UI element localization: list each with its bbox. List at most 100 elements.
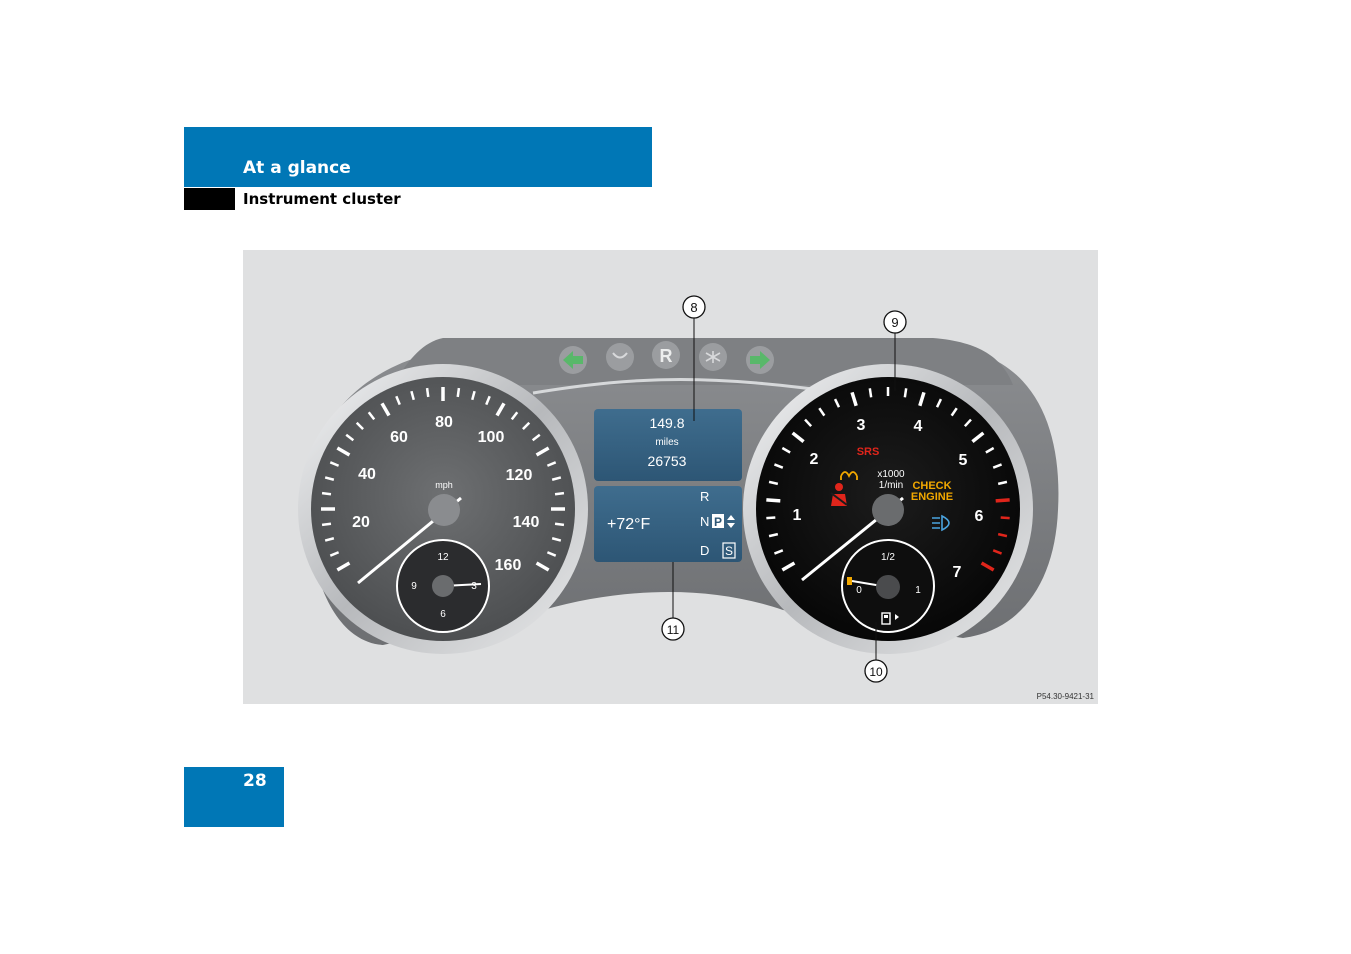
status-display <box>594 486 742 562</box>
speedometer-tick <box>380 402 391 417</box>
indicator-lamps: R <box>559 341 774 374</box>
tachometer-label-2: 2 <box>810 451 819 468</box>
fuel-label-empty: 0 <box>856 585 862 596</box>
tachometer-tick <box>992 549 1003 555</box>
tachometer-tick <box>868 388 873 398</box>
section-tab <box>184 188 235 210</box>
tachometer-tick <box>804 418 813 428</box>
tachometer-tick <box>833 398 841 408</box>
instrument-cluster-figure: R 20 40 60 80 100 120 140 160 mph 12 3 <box>243 250 1098 704</box>
tachometer-tick <box>1000 516 1010 520</box>
speedometer-tick <box>329 461 340 467</box>
callout-8: 8 <box>690 300 697 315</box>
rpm-multiplier: x1000 <box>877 469 905 480</box>
tachometer-tick <box>773 463 784 469</box>
speedometer-label-120: 120 <box>506 467 533 484</box>
speedometer-tick <box>551 537 562 542</box>
speedometer-tick <box>321 491 332 496</box>
header-bar <box>184 127 652 187</box>
gear-r: R <box>700 489 709 504</box>
callout-9: 9 <box>891 315 898 330</box>
tachometer-tick <box>818 407 826 417</box>
speedometer-tick <box>535 446 550 457</box>
speedometer-tick <box>329 551 340 557</box>
tachometer-hub <box>872 494 904 526</box>
odometer-value: 26753 <box>648 453 687 469</box>
speedometer-tick <box>554 522 565 527</box>
tachometer-tick <box>766 498 781 503</box>
tachometer-tick <box>781 561 796 572</box>
tachometer-tick <box>768 480 779 486</box>
tachometer-tick <box>903 388 908 398</box>
tachometer-tick <box>918 391 926 407</box>
gear-selector-arrows-icon <box>727 515 735 528</box>
tachometer-tick <box>768 532 779 538</box>
tachometer-tick <box>980 561 995 572</box>
speedometer-label-160: 160 <box>495 557 522 574</box>
tachometer-tick <box>781 446 791 454</box>
subsection-title: Instrument cluster <box>243 190 401 208</box>
speedometer-label-40: 40 <box>358 466 376 483</box>
high-beam-icon <box>932 514 950 532</box>
speedometer-tick <box>355 421 364 430</box>
center-displays: 149.8 miles 26753 +72°F R N P D S <box>594 409 742 562</box>
speedometer-tick <box>456 387 461 398</box>
housing-highlight <box>532 378 844 395</box>
tachometer-tick <box>985 446 995 454</box>
tachometer-tick <box>766 516 776 520</box>
tachometer-tick <box>995 498 1010 503</box>
speedometer-tick <box>345 433 355 442</box>
speedometer-tick <box>324 537 335 542</box>
cluster-illustration: R 20 40 60 80 100 120 140 160 mph 12 3 <box>298 295 1095 701</box>
trip-value: 149.8 <box>649 415 684 431</box>
tachometer-tick <box>850 391 858 407</box>
tachometer-label-3: 3 <box>857 417 866 434</box>
tachometer-ticks <box>766 387 1010 572</box>
speedometer-tick <box>546 461 557 467</box>
speedometer-tick <box>485 395 491 406</box>
gear-n: N <box>700 514 709 529</box>
section-title: At a glance <box>243 158 351 178</box>
speedometer-tick <box>367 411 376 421</box>
clock-label-6: 6 <box>440 609 446 620</box>
glow-plug-icon <box>840 471 858 480</box>
fog-light-icon <box>705 351 721 363</box>
speedometer-label-100: 100 <box>478 429 505 446</box>
speedometer-tick <box>554 491 565 496</box>
speedometer-ticks <box>321 387 565 572</box>
callout-11: 11 <box>667 623 680 637</box>
clock-label-3: 3 <box>471 581 477 592</box>
speedometer-tick <box>535 561 550 572</box>
trip-display <box>594 409 742 481</box>
page-number: 28 <box>243 771 267 791</box>
speedometer-label-80: 80 <box>435 414 453 431</box>
arrow-right-icon <box>750 351 770 369</box>
clock-hub <box>432 575 454 597</box>
speedometer-tick <box>321 522 332 527</box>
speedometer-label-20: 20 <box>352 514 370 531</box>
tachometer-tick <box>935 398 943 408</box>
tachometer-tick <box>997 480 1008 486</box>
gear-d: D <box>700 543 709 558</box>
tachometer-tick <box>992 463 1003 469</box>
speedometer-tick <box>425 387 430 398</box>
tachometer-label-5: 5 <box>959 452 968 469</box>
fuel-reserve-lamp <box>847 577 852 585</box>
fuel-label-half: 1/2 <box>881 552 895 563</box>
speedometer-unit: mph <box>435 480 453 490</box>
speedometer-tick <box>336 561 351 572</box>
gear-p-box <box>712 514 724 528</box>
speedometer-tick <box>531 433 541 442</box>
gear-s-box <box>722 542 736 559</box>
callout-10: 10 <box>869 665 883 679</box>
tachometer-label-7: 7 <box>953 564 962 581</box>
speedometer-tick <box>495 402 506 417</box>
check-engine-line2: ENGINE <box>911 491 953 503</box>
rpm-unit: 1/min <box>879 480 903 491</box>
figure-code: P54.30-9421-31 <box>1037 692 1095 701</box>
clock-label-12: 12 <box>437 552 449 563</box>
speedometer-tick <box>410 390 415 401</box>
speedometer-tick <box>546 551 557 557</box>
tachometer-tick <box>963 418 972 428</box>
fuel-pump-icon <box>881 612 899 625</box>
